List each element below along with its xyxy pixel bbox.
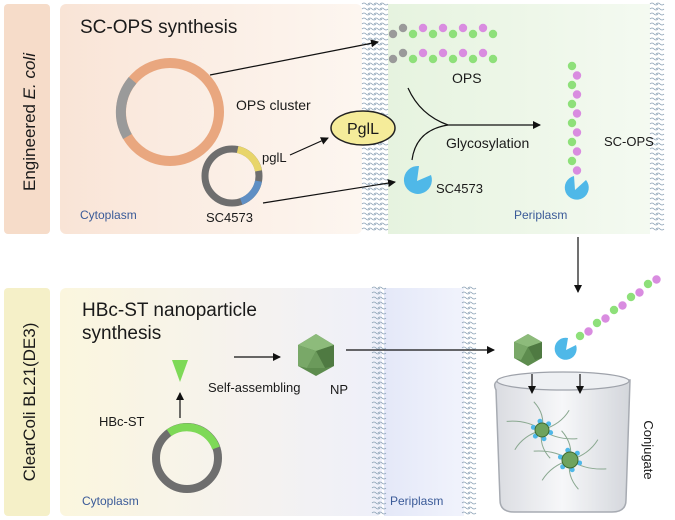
sc-ops-reactant-carrier bbox=[554, 337, 577, 360]
conjugate-label: Conjugate bbox=[641, 420, 656, 479]
sugar-bead bbox=[567, 118, 577, 128]
pgll-enzyme bbox=[330, 110, 396, 146]
top-periplasm-region bbox=[388, 4, 650, 234]
pgll-sc4573-plasmid bbox=[201, 145, 263, 207]
sugar-bead bbox=[567, 156, 577, 166]
bottom-panel-title-line1: HBc-ST nanoparticle bbox=[82, 300, 257, 321]
sugar-bead bbox=[609, 305, 619, 315]
sugar-bead bbox=[428, 54, 438, 64]
sugar-bead bbox=[458, 48, 468, 58]
bottom-periplasm-label: Periplasm bbox=[390, 494, 443, 508]
sugar-bead bbox=[572, 90, 582, 99]
sugar-bead bbox=[572, 71, 582, 80]
sugar-bead bbox=[388, 29, 398, 39]
sugar-bead bbox=[468, 54, 478, 64]
arrow-ops-cluster-to-ops bbox=[209, 39, 379, 76]
ops-chain-lower bbox=[388, 48, 498, 64]
sugar-bead bbox=[418, 23, 428, 33]
sugar-bead bbox=[438, 48, 448, 58]
sugar-bead bbox=[618, 301, 627, 310]
sugar-bead bbox=[398, 23, 408, 33]
np-label: NP bbox=[330, 382, 348, 397]
sugar-bead bbox=[567, 99, 577, 109]
bottom-inner-membrane bbox=[371, 286, 387, 515]
hbc-st-gene-label: HBc-ST bbox=[99, 414, 145, 429]
self-assembling-label: Self-assembling bbox=[208, 380, 301, 395]
bottom-panel-title-line2: synthesis bbox=[82, 323, 161, 344]
conjugate-particle-2 bbox=[533, 430, 607, 490]
pgll-enzyme-label: PglL bbox=[347, 121, 379, 138]
sugar-bead bbox=[468, 29, 478, 39]
bottom-periplasm-region bbox=[384, 288, 464, 516]
sc-ops-carrier bbox=[564, 176, 589, 200]
bottom-cytoplasm-label: Cytoplasm bbox=[82, 494, 139, 508]
sugar-bead bbox=[592, 318, 602, 328]
reaction-beaker bbox=[493, 371, 631, 513]
sugar-bead bbox=[572, 147, 582, 156]
sugar-bead bbox=[478, 23, 488, 33]
bottom-side-band bbox=[4, 288, 50, 516]
sc-ops-label: SC-OPS bbox=[604, 134, 654, 149]
sc4573-gene-label: SC4573 bbox=[206, 210, 253, 225]
top-panel-title: SC-OPS synthesis bbox=[80, 17, 237, 38]
sc4573-carrier bbox=[403, 165, 432, 194]
sugar-bead bbox=[567, 61, 577, 71]
arrow-pgll-to-enzyme bbox=[289, 137, 329, 156]
top-cytoplasm-region bbox=[60, 4, 362, 234]
top-periplasm-label: Periplasm bbox=[514, 208, 567, 222]
sugar-bead bbox=[567, 137, 577, 147]
pgll-gene-label: pglL bbox=[262, 150, 287, 165]
sugar-bead bbox=[652, 275, 661, 284]
bottom-outer-membrane bbox=[461, 286, 477, 515]
sugar-bead bbox=[572, 109, 582, 118]
sc-ops-chain bbox=[567, 61, 582, 175]
ops-label: OPS bbox=[452, 70, 482, 86]
glycosylation-label: Glycosylation bbox=[446, 135, 529, 151]
sugar-bead bbox=[643, 279, 653, 289]
top-side-label: Engineered E. coli bbox=[20, 52, 39, 191]
sugar-bead bbox=[575, 331, 585, 341]
ops-cluster-plasmid bbox=[115, 58, 224, 166]
sugar-bead bbox=[408, 29, 418, 39]
sugar-bead bbox=[601, 314, 610, 323]
hbc-st-monomer bbox=[172, 360, 188, 382]
sugar-bead bbox=[448, 29, 458, 39]
sugar-bead bbox=[635, 288, 644, 297]
sugar-bead bbox=[388, 54, 398, 64]
sugar-bead bbox=[478, 48, 488, 58]
np-nanoparticle bbox=[298, 334, 334, 376]
bottom-side-label: ClearColi BL21(DE3) bbox=[20, 323, 39, 482]
np-reactant bbox=[514, 334, 542, 366]
sugar-bead bbox=[458, 23, 468, 33]
top-outer-membrane bbox=[649, 2, 665, 231]
conjugate-particle-1 bbox=[506, 401, 578, 459]
sugar-bead bbox=[488, 29, 498, 39]
carrier-join-curve bbox=[411, 124, 449, 161]
sugar-bead bbox=[572, 128, 582, 137]
sugar-bead bbox=[584, 327, 593, 336]
sugar-bead bbox=[418, 48, 428, 58]
sugar-bead bbox=[398, 48, 408, 58]
sugar-bead bbox=[408, 54, 418, 64]
sugar-bead bbox=[438, 23, 448, 33]
sugar-bead bbox=[448, 54, 458, 64]
top-cytoplasm-label: Cytoplasm bbox=[80, 208, 137, 222]
sugar-bead bbox=[428, 29, 438, 39]
sugar-bead bbox=[572, 166, 582, 175]
sugar-bead bbox=[488, 54, 498, 64]
ops-cluster-label: OPS cluster bbox=[236, 97, 311, 113]
top-side-band bbox=[4, 4, 50, 234]
arrow-sc4573-to-carrier bbox=[262, 179, 396, 204]
ops-chain-upper bbox=[388, 23, 498, 39]
sugar-bead bbox=[567, 80, 577, 90]
hbc-st-plasmid bbox=[152, 423, 222, 493]
sugar-bead bbox=[626, 292, 636, 302]
sc-ops-reactant-chain bbox=[575, 275, 661, 341]
sc4573-carrier-label: SC4573 bbox=[436, 181, 483, 196]
